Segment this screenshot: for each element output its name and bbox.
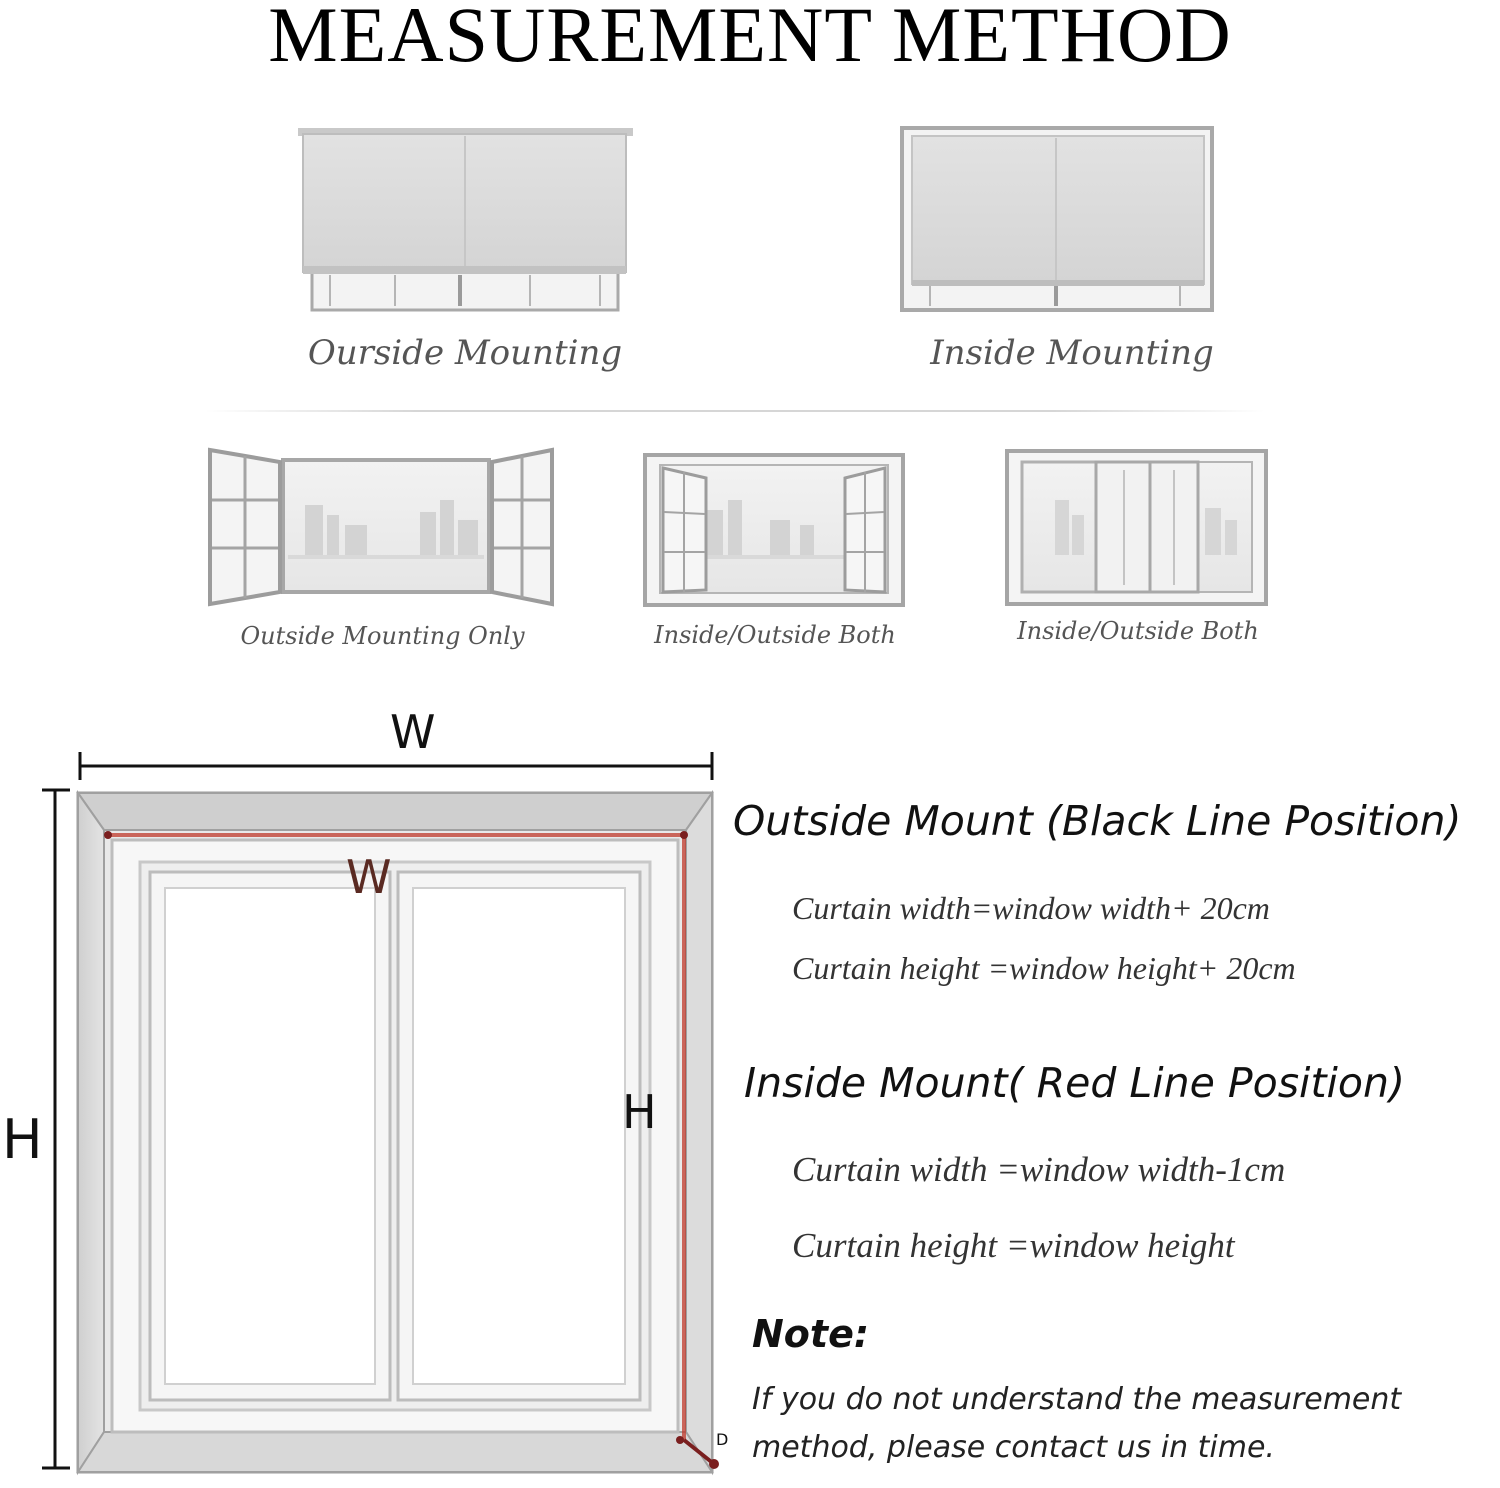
note-line-1: If you do not understand the measurement <box>752 1382 1402 1417</box>
inside-width-rule: Curtain width =window width-1cm <box>792 1150 1286 1189</box>
inner-width-label: W <box>346 850 392 904</box>
outside-mounting-caption: Ourside Mounting <box>307 333 623 373</box>
outer-height-label: H <box>2 1108 43 1171</box>
inside-outside-both-caption-2: Inside/Outside Both <box>1017 617 1259 645</box>
page-title: MEASUREMENT METHOD <box>268 0 1232 78</box>
outside-height-rule: Curtain height =window height+ 20cm <box>792 950 1296 986</box>
inner-height-label: H <box>622 1085 657 1139</box>
inside-mount-heading: Inside Mount( Red Line Position) <box>744 1059 1405 1107</box>
inside-height-rule: Curtain height =window height <box>792 1226 1235 1265</box>
outside-mounting-only-window <box>208 447 554 607</box>
inside-outside-both-window-2 <box>1005 449 1268 606</box>
outside-width-rule: Curtain width=window width+ 20cm <box>792 890 1270 926</box>
depth-label: D <box>716 1430 729 1449</box>
inside-outside-both-window-1 <box>643 453 905 607</box>
note-line-2: method, please contact us in time. <box>752 1430 1275 1465</box>
outside-mounting-only-caption: Outside Mounting Only <box>240 622 525 650</box>
window-diagram <box>42 752 719 1476</box>
outer-width-label: W <box>390 705 436 759</box>
section-divider <box>205 410 1265 412</box>
inside-mounting-caption: Inside Mounting <box>930 333 1214 373</box>
inside-outside-both-caption-1: Inside/Outside Both <box>654 621 896 649</box>
inside-mounting-illustration <box>900 126 1214 312</box>
outside-mount-heading: Outside Mount (Black Line Position) <box>733 797 1462 845</box>
outside-mounting-illustration <box>298 128 633 312</box>
note-title: Note: <box>752 1312 870 1356</box>
